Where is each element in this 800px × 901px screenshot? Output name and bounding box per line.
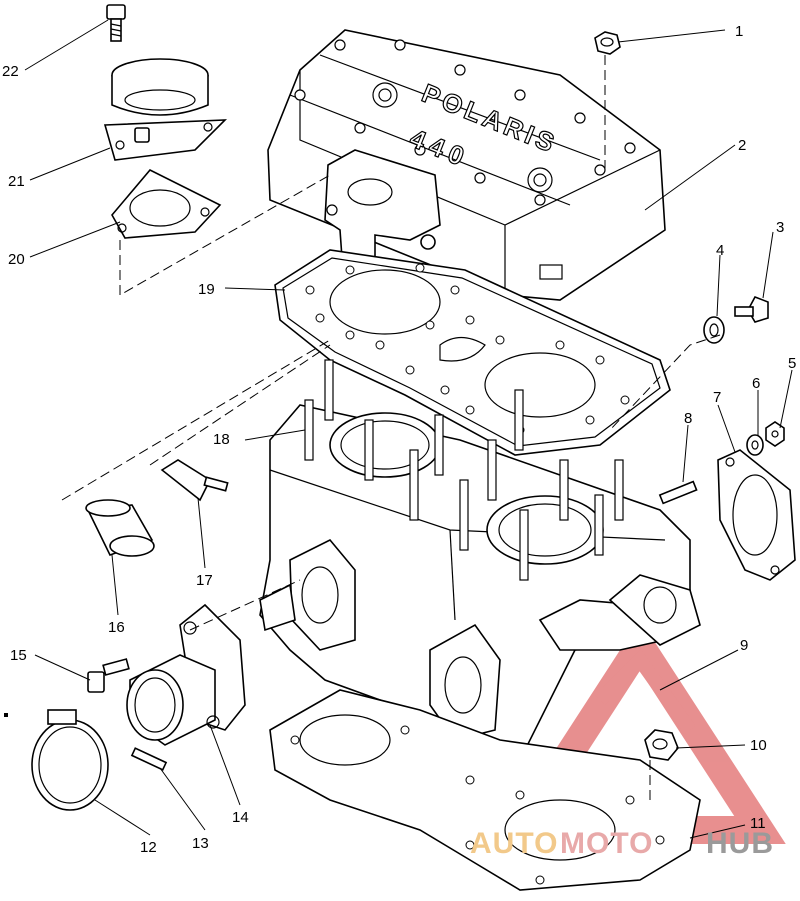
base-gasket xyxy=(269,689,701,891)
cylinder-block xyxy=(259,404,701,761)
hose-clamp-12 xyxy=(31,709,109,811)
sleeve-16 xyxy=(85,499,155,557)
callout-20: 20 xyxy=(8,251,25,268)
callout-7: 7 xyxy=(713,389,721,406)
thermostat-housing xyxy=(103,58,228,161)
callout-10: 10 xyxy=(750,737,767,754)
callout-3: 3 xyxy=(776,219,784,236)
watermark-text: AUTO MOTO HUB xyxy=(470,827,774,860)
callout-1: 1 xyxy=(735,23,743,40)
callout-21: 21 xyxy=(8,173,25,190)
callout-labels: 1 2 3 4 5 6 7 8 9 10 11 12 13 14 15 16 1… xyxy=(2,23,796,856)
thermostat-gasket xyxy=(111,169,222,239)
callout-2: 2 xyxy=(738,137,746,154)
callout-8: 8 xyxy=(684,410,692,427)
temp-sensor-17 xyxy=(160,459,229,502)
nut-10 xyxy=(644,729,679,761)
washer-6 xyxy=(746,434,764,456)
callout-6: 6 xyxy=(752,375,760,392)
callout-19: 19 xyxy=(198,281,215,298)
screw-13 xyxy=(130,747,168,771)
edge-mark xyxy=(4,713,8,717)
watermark-hub: HUB xyxy=(706,827,774,860)
callout-14: 14 xyxy=(232,809,249,826)
callout-4: 4 xyxy=(716,242,724,259)
callout-16: 16 xyxy=(108,619,125,636)
callout-13: 13 xyxy=(192,835,209,852)
bolt-3 xyxy=(734,296,769,323)
callout-15: 15 xyxy=(10,647,27,664)
stud-8 xyxy=(658,480,698,505)
temp-sensor-bolt xyxy=(106,4,126,42)
cylinder-studs xyxy=(304,359,624,581)
washer-4 xyxy=(703,316,725,344)
exhaust-cover-7 xyxy=(717,449,796,581)
intake-adapter-14 xyxy=(126,603,246,746)
callout-18: 18 xyxy=(213,431,230,448)
flange-nut-1 xyxy=(594,31,621,55)
bolt-15 xyxy=(87,658,130,693)
callout-11: 11 xyxy=(750,815,766,832)
callout-22: 22 xyxy=(2,63,19,80)
nut-5 xyxy=(765,421,785,447)
head-gasket xyxy=(274,249,671,456)
callout-17: 17 xyxy=(196,572,213,589)
watermark-auto: AUTO xyxy=(470,827,558,860)
watermark-moto: MOTO xyxy=(560,827,653,860)
alignment-lines xyxy=(61,55,721,800)
callout-5: 5 xyxy=(788,355,796,372)
callout-9: 9 xyxy=(740,637,748,654)
leader-lines xyxy=(24,19,793,839)
callout-12: 12 xyxy=(140,839,157,856)
